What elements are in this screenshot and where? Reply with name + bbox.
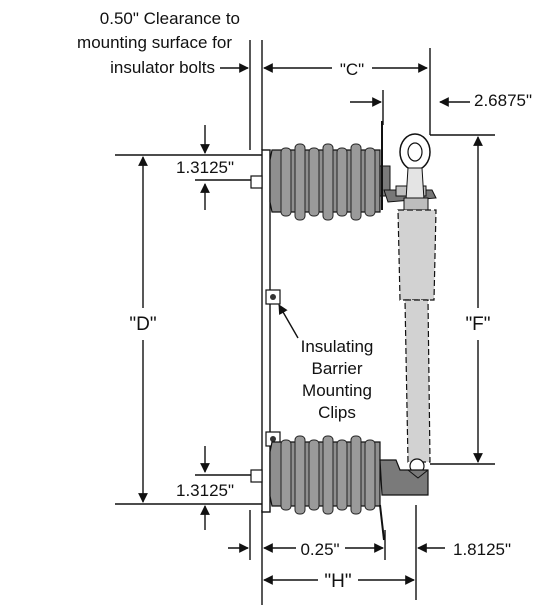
dim-f-label: "F": [465, 314, 490, 335]
clips-label-line2: Barrier: [311, 359, 362, 378]
clips-label-line4: Clips: [318, 403, 356, 422]
fuse-holder: [397, 133, 437, 474]
clearance-label-line1: 0.50" Clearance to: [100, 9, 240, 28]
dim-top-insulator-label: 1.3125": [176, 158, 234, 177]
dim-d-label: "D": [129, 314, 156, 335]
dim-h-label: "H": [324, 571, 351, 592]
dim-bottom-insulator-label: 1.3125": [176, 481, 234, 500]
bottom-insulator: [250, 435, 429, 541]
clearance-label-line2: mounting surface for: [77, 33, 232, 52]
dim-c-label: "C": [340, 60, 364, 79]
clearance-label-line3: insulator bolts: [110, 58, 215, 77]
dim-top-offset-label: 2.6875": [474, 91, 532, 110]
dimension-lines: [115, 40, 495, 605]
clips-label-line1: Insulating: [301, 337, 374, 356]
clips-label-line3: Mounting: [302, 381, 372, 400]
top-insulator: [250, 121, 437, 221]
dim-18125-label: 1.8125": [453, 540, 511, 559]
dim-025-label: 0.25": [300, 540, 339, 559]
